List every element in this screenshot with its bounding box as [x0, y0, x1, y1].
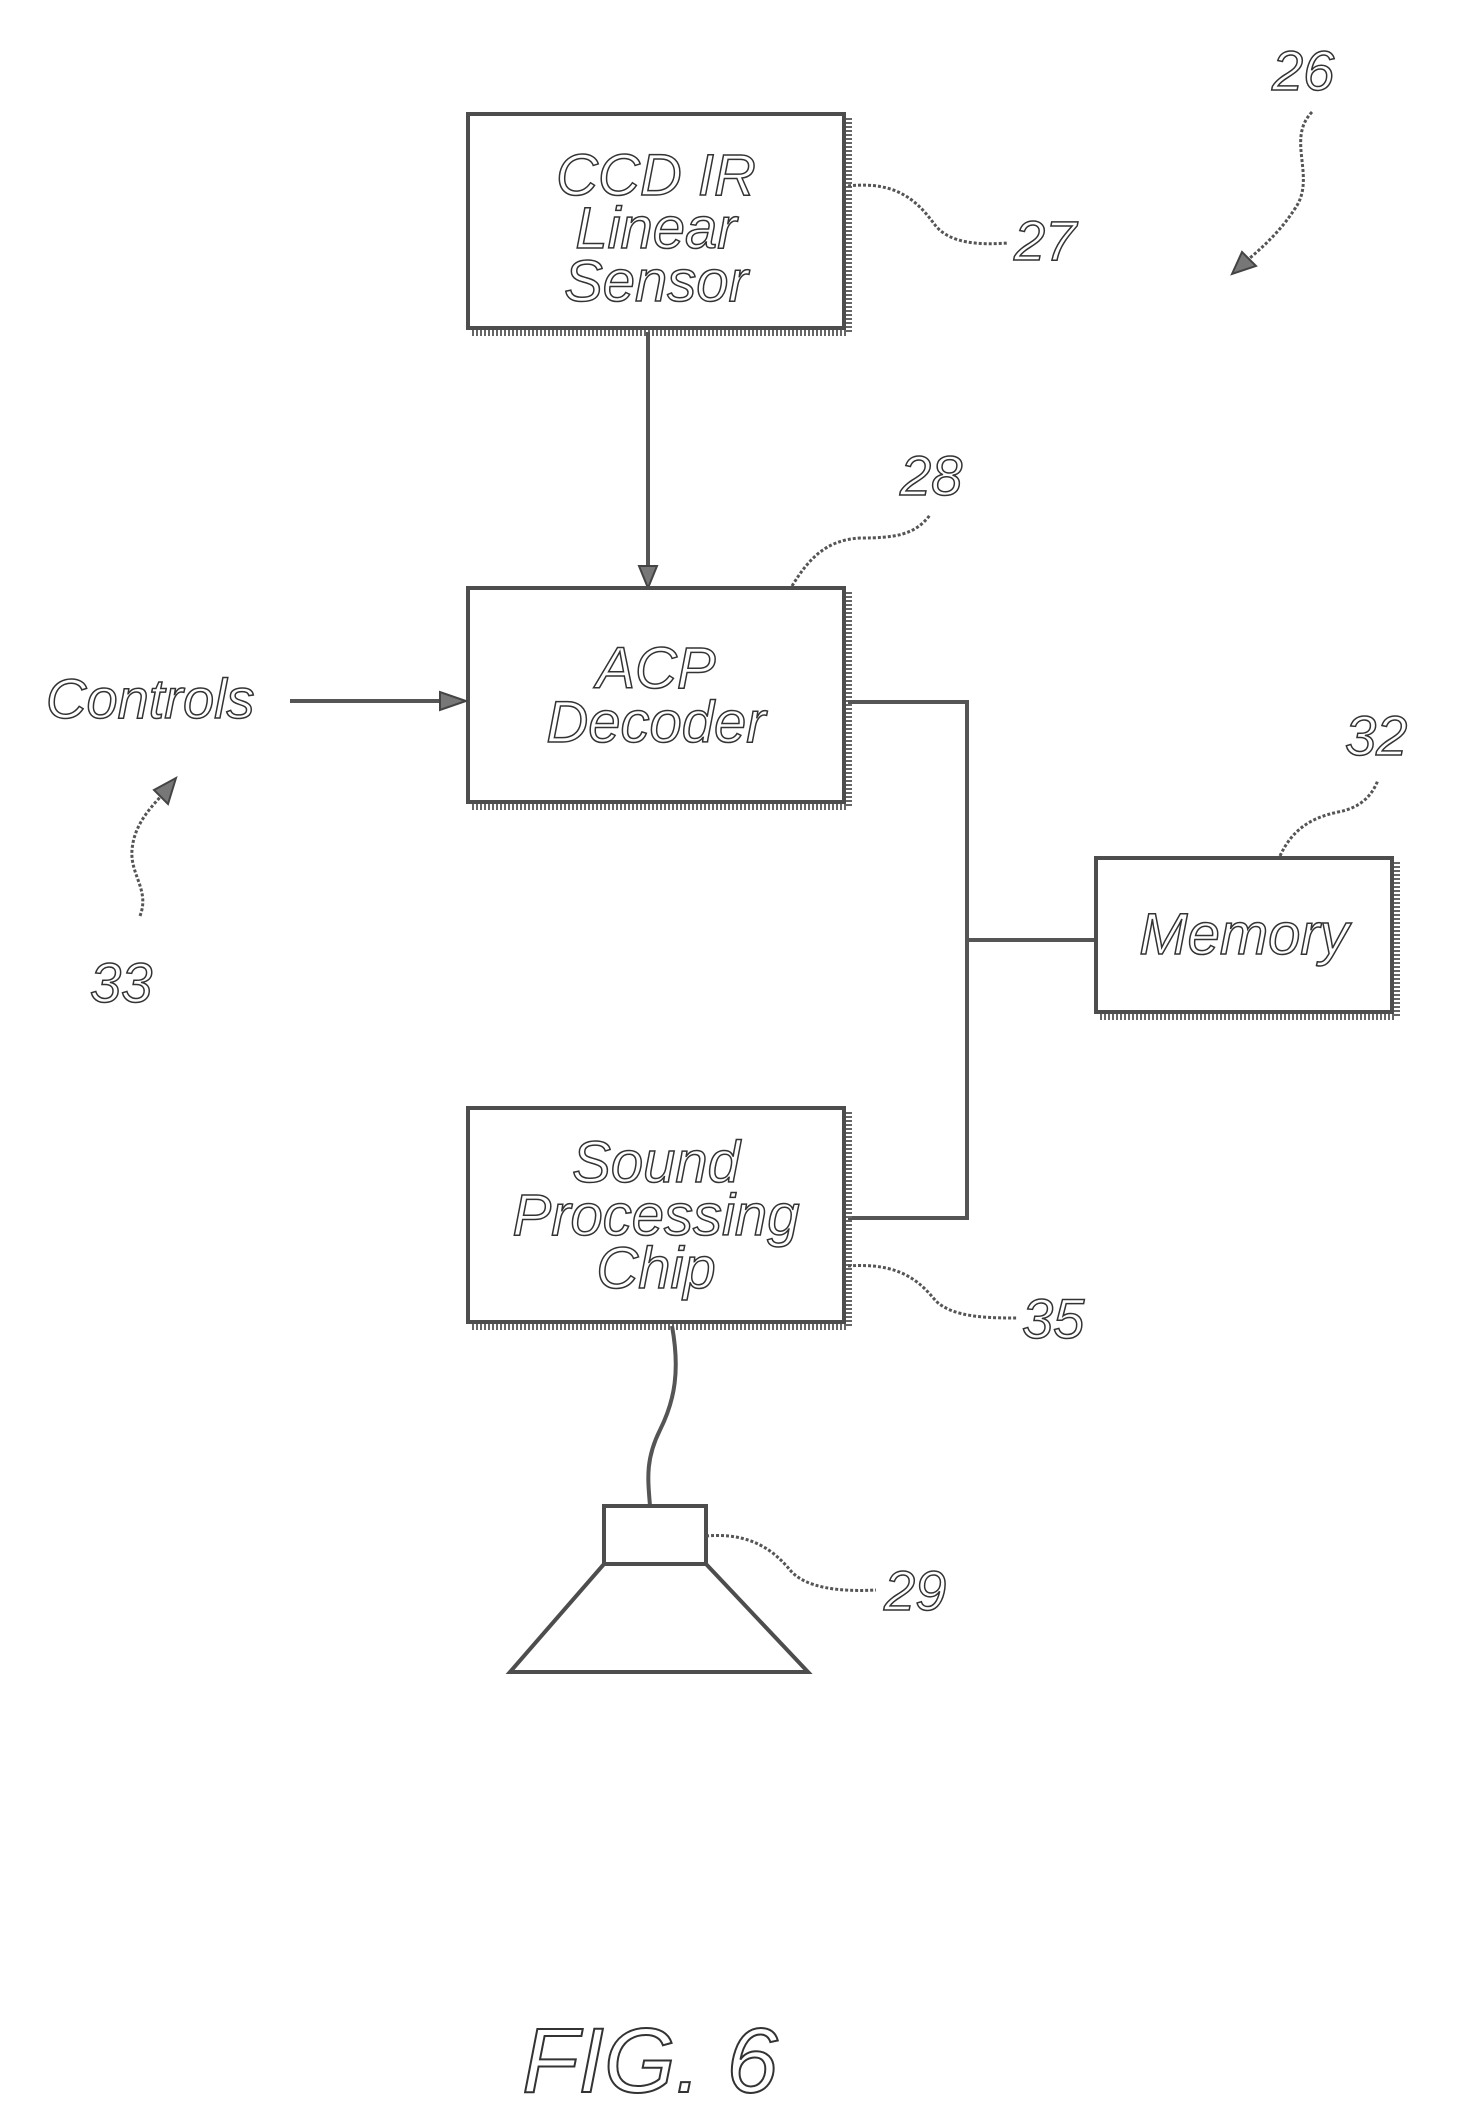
figure-reference-numeral: 26: [1271, 39, 1335, 102]
acp-decoder-block: ACP Decoder: [468, 588, 848, 806]
figure-caption: FIG. 6: [522, 2010, 778, 2112]
sensor-to-decoder-arrow: [639, 332, 657, 588]
controls-ref: 33: [90, 951, 152, 1014]
sound-chip-reference: 35: [848, 1265, 1085, 1350]
acp-decoder-reference: 28: [792, 444, 962, 586]
acp-decoder-label-line2: Decoder: [546, 690, 768, 755]
sound-chip-block: Sound Processing Chip: [468, 1108, 848, 1326]
speaker-cone: [510, 1564, 808, 1672]
acp-decoder-leader: [792, 515, 930, 586]
controls-reference-arrowhead: [154, 778, 176, 804]
bus-decoder-to-chip: [848, 702, 967, 1218]
memory-block: Memory: [1096, 858, 1396, 1016]
speaker-magnet: [604, 1506, 706, 1564]
sound-chip-leader: [848, 1265, 1018, 1318]
memory-label: Memory: [1139, 902, 1351, 967]
controls-input: Controls: [46, 667, 466, 730]
ccd-sensor-leader: [848, 185, 1008, 244]
memory-ref: 32: [1345, 704, 1407, 767]
ccd-sensor-label-line3: Sensor: [564, 249, 750, 314]
speaker-ref: 29: [883, 1559, 946, 1622]
speaker-leader: [706, 1535, 876, 1590]
ccd-sensor-ref: 27: [1013, 209, 1078, 272]
figure-reference-arrow: [1240, 112, 1312, 266]
memory-leader: [1280, 780, 1378, 856]
figure-reference: 26: [1232, 39, 1335, 274]
controls-reference-arrow: [132, 793, 164, 916]
ccd-sensor-block: CCD IR Linear Sensor: [468, 114, 848, 332]
speaker: [510, 1506, 808, 1672]
data-bus: [848, 702, 1096, 1218]
figure-reference-arrowhead: [1232, 252, 1256, 274]
controls-reference: 33: [90, 778, 176, 1014]
sensor-to-decoder-arrowhead: [639, 566, 657, 588]
memory-reference: 32: [1280, 704, 1407, 856]
controls-to-decoder-arrowhead: [440, 692, 466, 710]
ccd-sensor-reference: 27: [848, 185, 1078, 272]
controls-label: Controls: [46, 667, 255, 730]
sound-chip-ref: 35: [1022, 1287, 1085, 1350]
acp-decoder-ref: 28: [899, 444, 962, 507]
chip-to-speaker-wire: [648, 1326, 675, 1506]
sound-chip-label-line3: Chip: [596, 1236, 715, 1301]
